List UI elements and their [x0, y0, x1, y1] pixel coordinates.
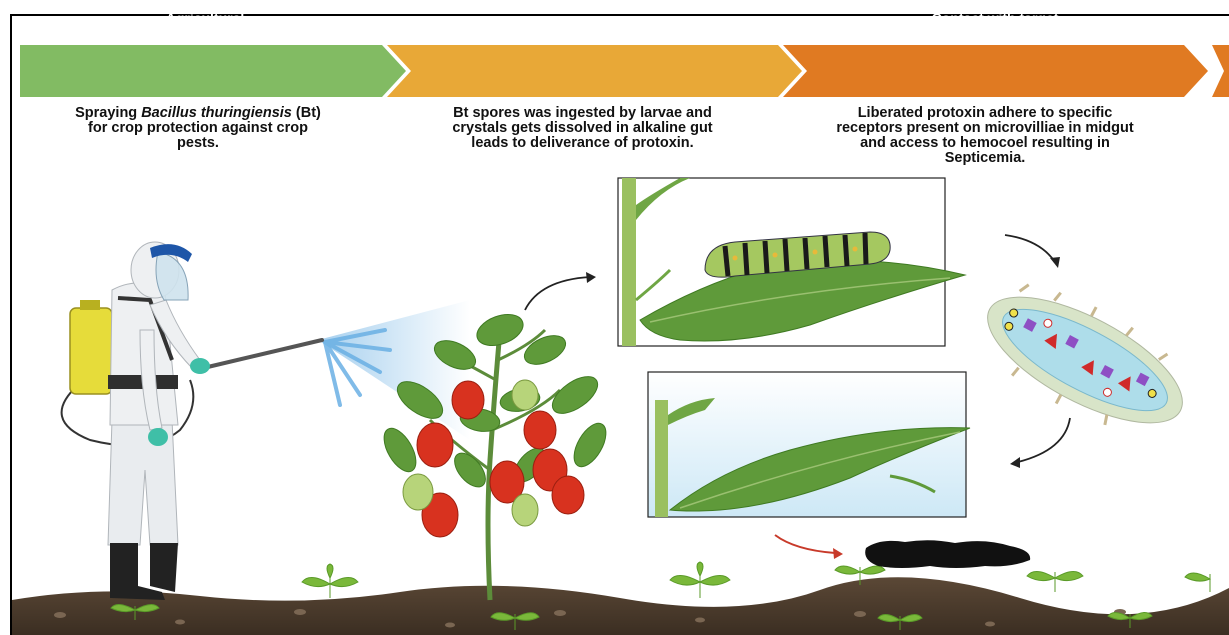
- farmer-boots: [110, 543, 178, 600]
- arrow-gut-to-leaf: [1018, 418, 1070, 462]
- spray-cone: [318, 300, 470, 440]
- farmer-glove-front: [190, 358, 210, 374]
- larva-feeding-panel: [618, 178, 965, 346]
- sprayer-tank: [70, 308, 112, 394]
- farmer-glove-back: [148, 428, 168, 446]
- soil-ground: [12, 577, 1229, 635]
- midgut-cross-section: [965, 263, 1205, 456]
- farmer-sprayer: [62, 242, 470, 600]
- arrow-plant-to-larva: [525, 277, 590, 310]
- empty-leaf-panel: [648, 372, 970, 517]
- dead-larva: [865, 540, 1030, 568]
- face-shield: [156, 252, 188, 300]
- red-arrow-to-dead-larva: [775, 535, 835, 553]
- sprayer-wand: [195, 340, 322, 370]
- arrow-larva-to-gut: [1005, 235, 1055, 262]
